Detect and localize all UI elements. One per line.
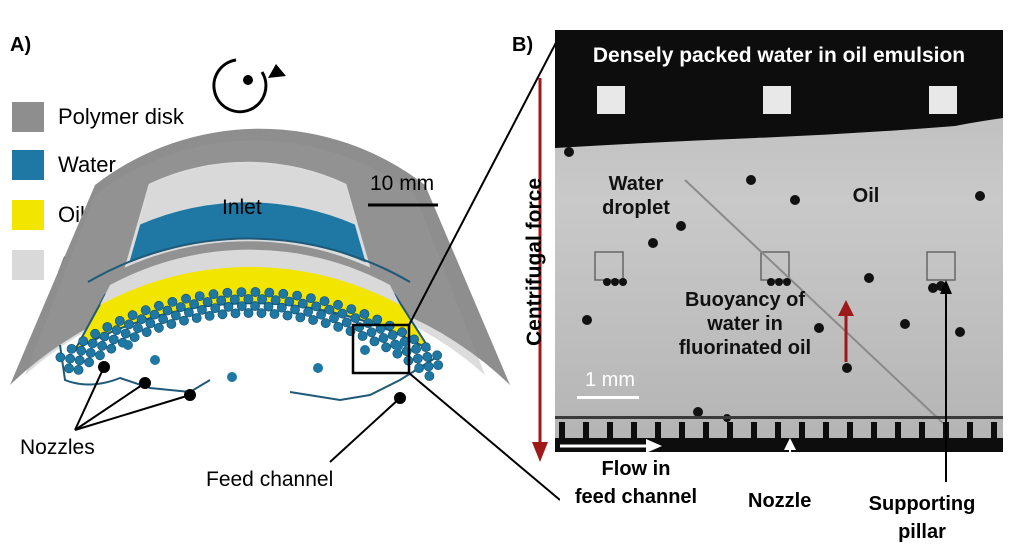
legend-swatch-polymer	[12, 102, 44, 132]
zoom-box	[351, 323, 411, 375]
legend-water: Water	[12, 150, 116, 180]
legend-polymer-disk: Polymer disk	[12, 102, 184, 132]
micrograph-title: Densely packed water in oil emulsion	[592, 44, 966, 67]
nozzle-label: Nozzle	[748, 490, 812, 512]
buoyancy-line-3: fluorinated oil	[678, 337, 812, 359]
water-droplet-label: Water droplet	[581, 172, 691, 220]
pillar-label-2: pillar	[898, 521, 946, 543]
nozzles-label: Nozzles	[20, 436, 95, 459]
oil-label: Oil	[852, 185, 880, 207]
legend-label-polymer: Polymer disk	[58, 104, 184, 129]
legend-swatch-oil	[12, 200, 44, 230]
scale-label-b: 1 mm	[585, 369, 635, 391]
pillar-label: Supporting pillar	[852, 490, 992, 546]
centrifugal-force-label: Centrifugal force	[523, 177, 546, 347]
disk-diagram	[10, 34, 560, 501]
legend-oil: Oil	[12, 200, 85, 230]
water-droplet-label-1: Water	[608, 173, 664, 195]
flow-label-1: Flow in	[601, 458, 671, 480]
feed-channel	[555, 438, 1003, 452]
flow-label: Flow in feed channel	[556, 455, 716, 511]
legend-swatch-air	[12, 250, 44, 280]
buoyancy-line-2: water in	[707, 313, 783, 335]
scale-label-a: 10 mm	[370, 172, 435, 195]
scale-bar-b	[577, 396, 639, 399]
flow-label-2: feed channel	[574, 486, 698, 508]
legend-label-water: Water	[58, 152, 116, 177]
buoyancy-line-1: Buoyancy of	[684, 289, 806, 311]
rotation-arrow-icon	[212, 58, 286, 114]
feed-channel-label: Feed channel	[206, 468, 334, 491]
panel-b-label: B)	[512, 34, 534, 56]
droplet-band	[55, 287, 444, 381]
pillar-label-1: Supporting	[868, 493, 976, 515]
micrograph: Densely packed water in oil emulsion Wat…	[555, 30, 1003, 452]
inlet-label: Inlet	[222, 196, 262, 219]
water-droplet-label-2: droplet	[602, 197, 670, 219]
legend-swatch-water	[12, 150, 44, 180]
micrograph-svg	[555, 30, 1003, 452]
buoyancy-label: Buoyancy of water in fluorinated oil	[655, 288, 835, 360]
panel-a-label: A)	[10, 34, 32, 56]
